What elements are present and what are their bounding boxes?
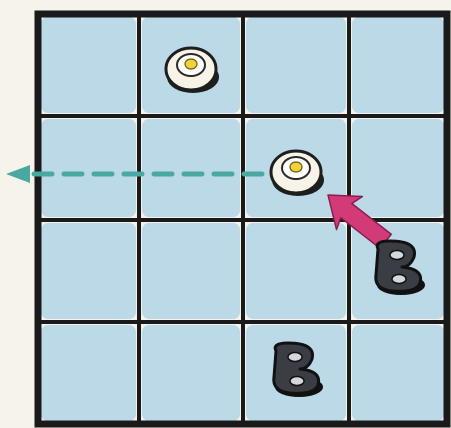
white-disc-icon[interactable] [271, 151, 324, 196]
board-cell-r3-c3[interactable] [352, 325, 444, 421]
board-cell-r1-c3[interactable] [352, 119, 444, 217]
board-cell-r1-c1[interactable] [142, 119, 240, 217]
white-disc-icon[interactable] [166, 48, 219, 93]
board-cell-r0-c2[interactable] [246, 17, 346, 113]
board-cell-r3-c1[interactable] [142, 325, 240, 421]
board-cell-r3-c0[interactable] [41, 325, 136, 421]
board-cell-r0-c3[interactable] [352, 17, 444, 113]
board-cell-r2-c2[interactable] [246, 223, 346, 319]
board-cell-r1-c0[interactable] [41, 119, 136, 217]
board-cell-r0-c0[interactable] [41, 17, 136, 113]
board-cell-r2-c0[interactable] [41, 223, 136, 319]
board-cell-r2-c1[interactable] [142, 223, 240, 319]
